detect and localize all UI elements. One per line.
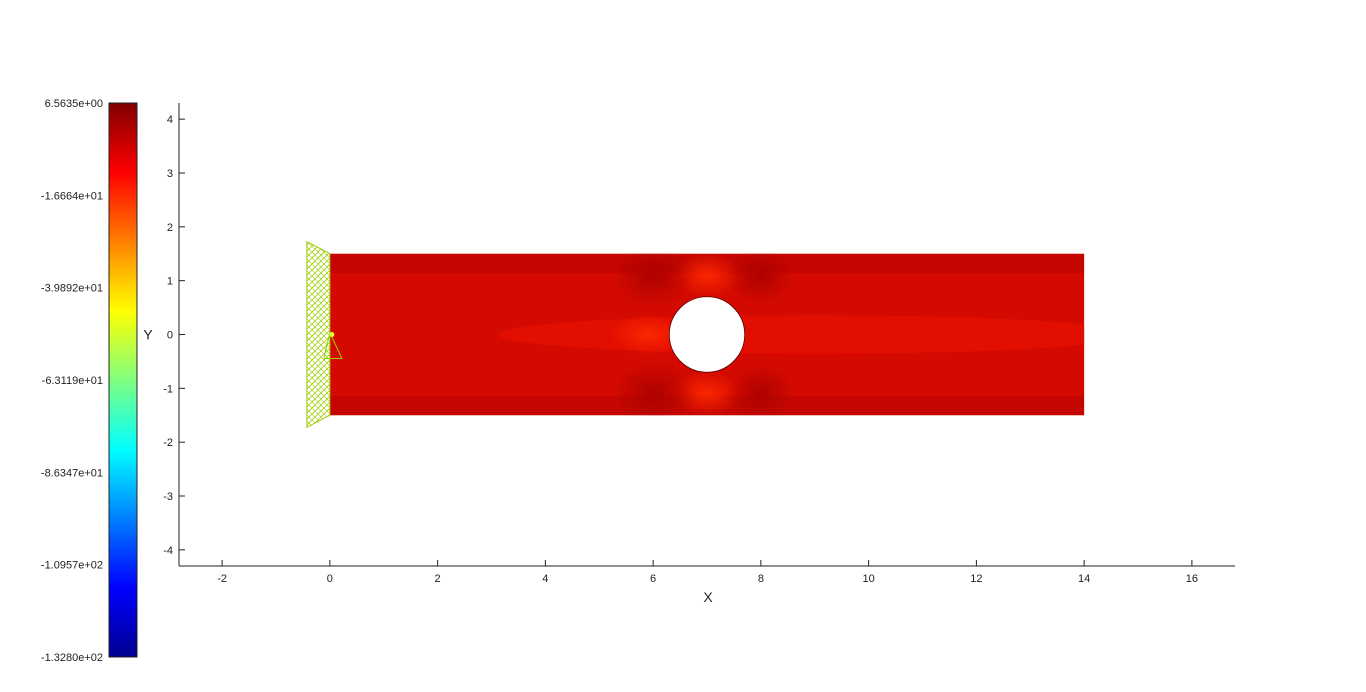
stress-variations [329,253,1085,416]
y-tick-label: 0 [167,330,173,342]
x-tick-label: 12 [970,573,982,585]
colorbar-tick-label: -8.6347e+01 [41,467,103,479]
colorbar-gradient [108,102,138,658]
center-band [498,315,1085,354]
low-stress-bottom-right [726,363,795,416]
load-triangle-marker [323,330,343,359]
x-tick-label: 0 [327,573,333,585]
colorbar: 6.5635e+00 -1.6664e+01 -3.9892e+01 -6.3119e… [41,98,138,664]
colorbar-tick-labels: 6.5635e+00 -1.6664e+01 -3.9892e+01 -6.3119e… [41,98,103,664]
colorbar-tick-label: -1.3280e+02 [41,652,103,664]
fixed-support-hatch [306,240,343,429]
x-ticks: -2 0 2 4 6 8 10 12 14 16 [217,560,1198,585]
colorbar-tick-label: -6.3119e+01 [42,375,103,387]
colorbar-tick-label: -3.9892e+01 [41,283,103,295]
y-tick-label: -2 [163,437,173,449]
y-tick-label: 4 [167,114,173,126]
y-tick-label: -1 [163,383,173,395]
hole [668,296,746,373]
x-tick-label: 10 [863,573,875,585]
x-tick-label: 8 [758,573,764,585]
plate-stress-field [329,253,1085,416]
y-tick-label: 2 [167,222,173,234]
load-point [329,332,335,337]
colorbar-tick-label: -1.6664e+01 [41,190,103,202]
x-tick-label: 14 [1078,573,1090,585]
x-tick-label: 16 [1186,573,1198,585]
y-ticks: 4 3 2 1 0 -1 -2 -3 -4 [163,114,185,557]
y-axis-label: Y [143,327,153,343]
y-tick-label: 3 [167,168,173,180]
x-tick-label: -2 [217,573,227,585]
colorbar-tick-label: -1.0957e+02 [41,560,103,572]
y-tick-label: -4 [163,545,173,557]
x-axis-label: X [703,589,713,605]
x-tick-label: 4 [542,573,548,585]
y-tick-label: -3 [163,491,173,503]
colorbar-tick-label: 6.5635e+00 [45,98,103,110]
support-hatch [306,240,331,429]
stress-concentration-left [610,313,686,356]
low-stress-bottom-left [611,359,695,416]
plot-area [306,240,1085,429]
x-tick-label: 2 [435,573,441,585]
y-tick-label: 1 [167,276,173,288]
x-tick-label: 6 [650,573,656,585]
low-stress-top-right [726,253,795,306]
low-stress-top-left [611,253,695,310]
